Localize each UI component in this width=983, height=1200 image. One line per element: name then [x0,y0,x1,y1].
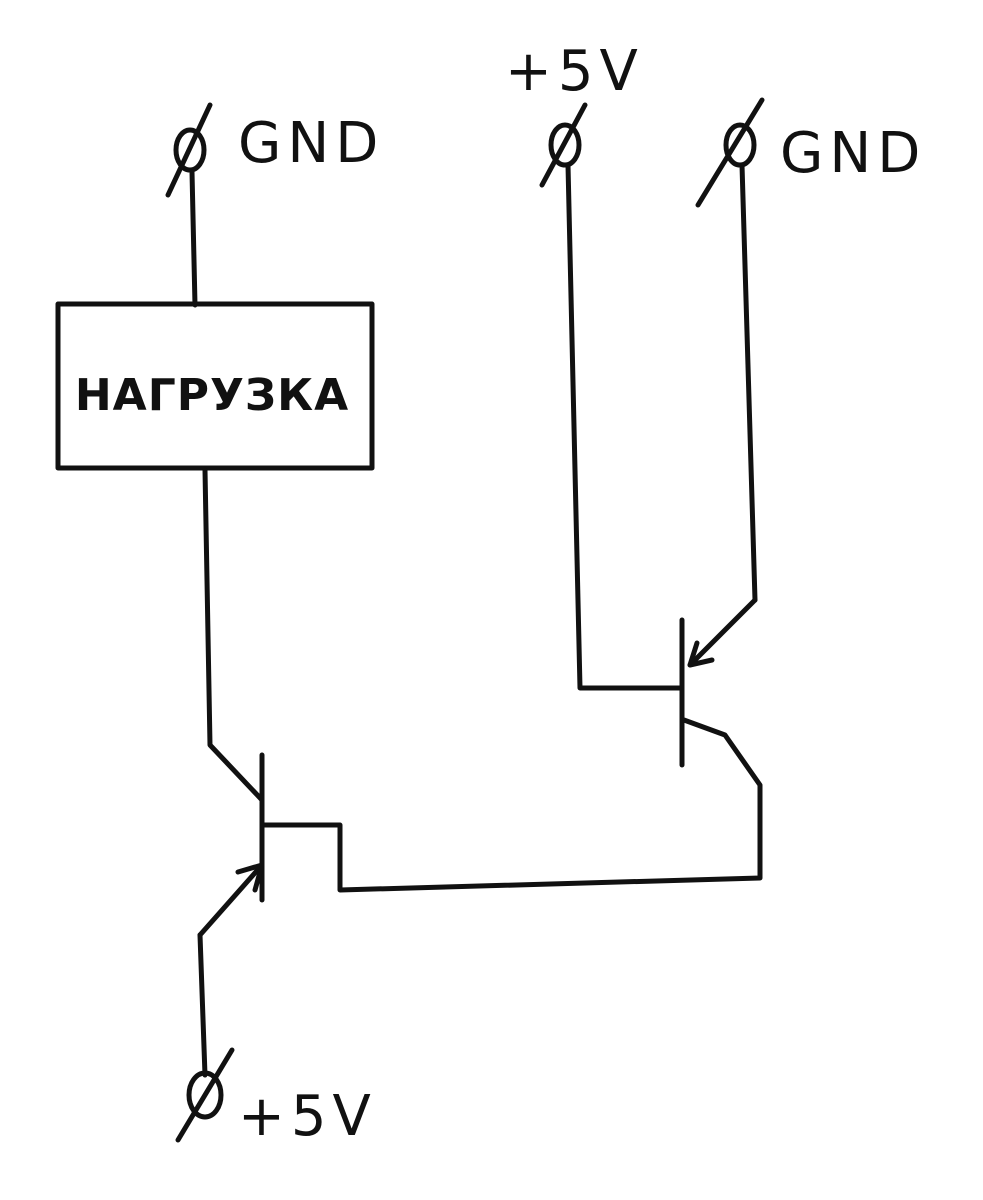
label-gnd-right: GND [780,121,926,186]
terminal-5v-bottom [175,1047,235,1143]
terminal-5v-top [539,102,588,188]
load-box [55,301,375,471]
wire-load-to-collector [202,467,265,803]
label-5v-top: +5V [505,39,644,104]
label-5v-bottom: +5V [238,1084,377,1149]
wire-emitter-to-5v [197,932,208,1078]
terminal-gnd-left [165,102,213,198]
label-gnd-left: GND [238,111,384,176]
wire-5v-to-right-base [565,162,685,691]
left-transistor [197,752,265,938]
right-transistor [679,597,758,768]
wire-gnd-to-right-emitter [739,162,758,603]
wire-base-link [259,717,763,893]
load-label: НАГРУЗКА [75,370,349,421]
terminal-gnd-right [695,97,765,208]
wire-gnd-to-load [189,169,198,308]
